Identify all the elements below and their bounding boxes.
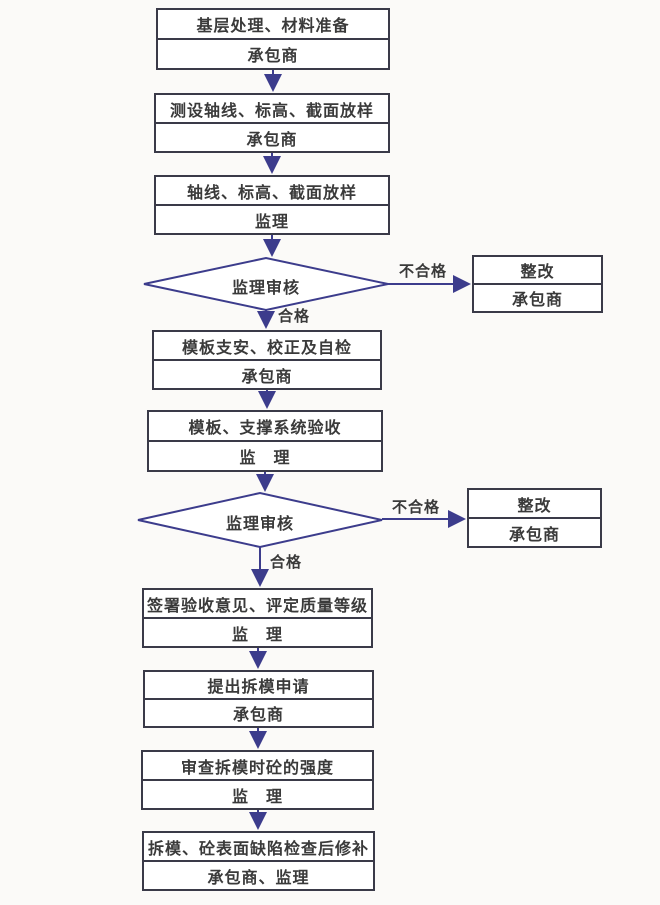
process-node-strip-repair: 拆模、砼表面缺陷检查后修补 承包商、监理	[142, 831, 375, 891]
node-actor: 承包商	[232, 705, 284, 724]
edge-label-pass: 合格	[278, 307, 311, 325]
node-title: 基层处理、材料准备	[158, 10, 388, 40]
edge-label-fail: 不合格	[399, 262, 448, 280]
node-title: 整改	[469, 490, 600, 519]
rework-node-2: 整改 承包商	[467, 488, 602, 548]
node-actor: 监理	[254, 211, 289, 231]
decision-label-1: 监理审核	[231, 278, 300, 297]
node-actor: 承包商	[508, 524, 560, 544]
process-node-survey-layout: 测设轴线、标高、截面放样 承包商	[154, 93, 390, 153]
node-actor: 承包商	[246, 129, 298, 149]
process-node-axis-check: 轴线、标高、截面放样 监理	[154, 175, 390, 235]
node-title: 模板支安、校正及自检	[154, 332, 380, 361]
node-actor: 监 理	[231, 624, 283, 644]
node-actor: 监 理	[231, 786, 283, 806]
rework-node-1: 整改 承包商	[472, 255, 603, 313]
node-actor: 监 理	[239, 448, 291, 467]
node-title: 整改	[474, 257, 601, 285]
node-title: 提出拆模申请	[145, 672, 372, 700]
process-node-base-prep: 基层处理、材料准备 承包商	[156, 8, 390, 70]
process-node-formwork-acceptance: 模板、支撑系统验收 监 理	[147, 410, 383, 472]
process-node-strip-request: 提出拆模申请 承包商	[143, 670, 374, 728]
edge-label-pass: 合格	[270, 553, 303, 571]
node-title: 模板、支撑系统验收	[149, 412, 381, 442]
node-actor: 承包商	[247, 46, 299, 65]
node-title: 审查拆模时砼的强度	[143, 752, 372, 781]
process-node-sign-acceptance: 签署验收意见、评定质量等级 监 理	[142, 588, 373, 648]
edge-label-fail: 不合格	[392, 498, 441, 516]
node-actor: 承包商、监理	[207, 867, 310, 887]
process-node-strength-review: 审查拆模时砼的强度 监 理	[141, 750, 374, 810]
node-title: 拆模、砼表面缺陷检查后修补	[144, 833, 373, 862]
node-title: 签署验收意见、评定质量等级	[144, 590, 371, 619]
node-actor: 承包商	[511, 290, 563, 309]
decision-label-2: 监理审核	[225, 514, 294, 533]
node-title: 测设轴线、标高、截面放样	[156, 95, 388, 124]
process-node-formwork-install: 模板支安、校正及自检 承包商	[152, 330, 382, 390]
node-actor: 承包商	[241, 366, 293, 386]
node-title: 轴线、标高、截面放样	[156, 177, 388, 206]
